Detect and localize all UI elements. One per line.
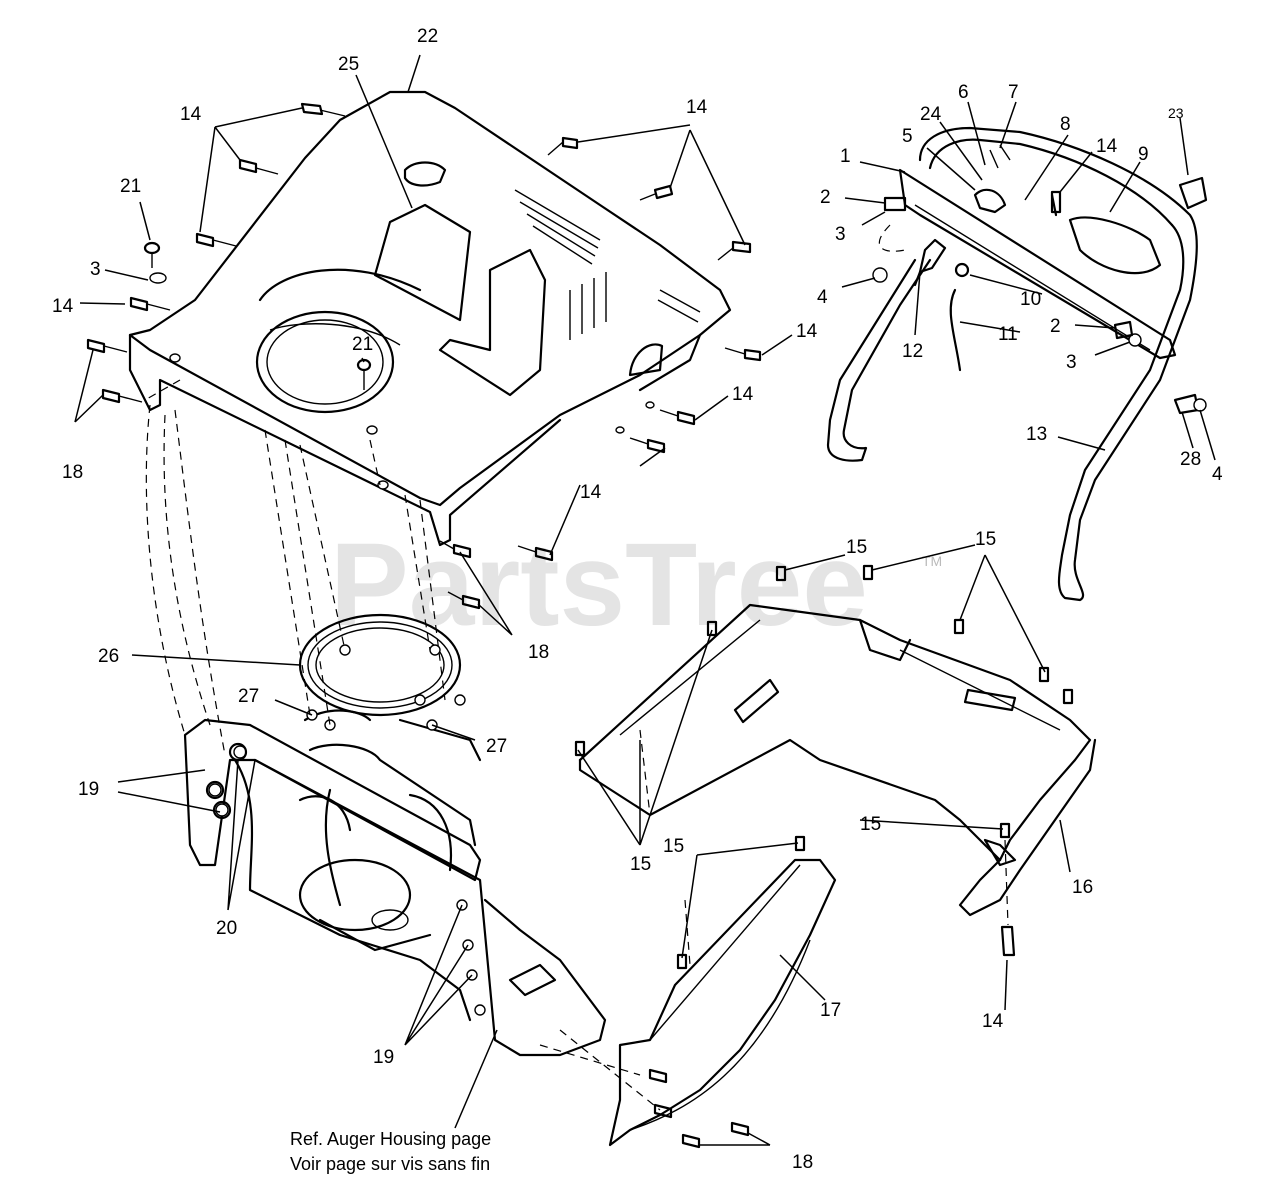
callout-2: 2 xyxy=(1050,316,1061,337)
callout-11: 11 xyxy=(998,324,1018,345)
callout-14: 14 xyxy=(796,321,818,342)
callout-20: 20 xyxy=(216,918,237,939)
auger-housing xyxy=(183,709,607,1057)
callout-16: 16 xyxy=(1072,877,1093,898)
callout-26: 26 xyxy=(98,646,119,667)
callout-19: 19 xyxy=(373,1047,394,1068)
callouts: 22 25 14 14 21 3 14 21 18 14 14 14 18 26… xyxy=(52,26,1223,1173)
callout-18: 18 xyxy=(62,462,83,483)
callout-21: 21 xyxy=(120,176,141,197)
callout-27: 27 xyxy=(238,686,259,707)
callout-10: 10 xyxy=(1020,289,1041,310)
callout-5: 5 xyxy=(902,126,913,147)
callout-13: 13 xyxy=(1026,424,1047,445)
callout-14: 14 xyxy=(686,97,708,118)
callout-7: 7 xyxy=(1008,82,1019,103)
callout-22: 22 xyxy=(417,26,438,47)
callout-8: 8 xyxy=(1060,114,1071,135)
callout-15: 15 xyxy=(846,537,867,558)
callout-14: 14 xyxy=(180,104,202,125)
lower-shroud xyxy=(578,603,1097,917)
callout-12: 12 xyxy=(902,341,923,362)
alignment-lines xyxy=(144,224,1009,1111)
callout-2: 2 xyxy=(820,187,831,208)
callout-3: 3 xyxy=(1066,352,1077,373)
callout-15: 15 xyxy=(860,814,881,835)
reference-note: Ref. Auger Housing page Voir page sur vi… xyxy=(290,1129,491,1174)
callout-25: 25 xyxy=(338,54,359,75)
callout-14: 14 xyxy=(1096,136,1118,157)
reference-note-line2: Voir page sur vis sans fin xyxy=(290,1154,490,1174)
callout-14: 14 xyxy=(580,482,602,503)
watermark: PartsTree xyxy=(330,519,868,651)
callout-17: 17 xyxy=(820,1000,841,1021)
callout-15: 15 xyxy=(663,836,684,857)
callout-15: 15 xyxy=(630,854,651,875)
callout-27: 27 xyxy=(486,736,507,757)
callout-18: 18 xyxy=(792,1152,813,1173)
callout-14: 14 xyxy=(982,1011,1004,1032)
callout-24: 24 xyxy=(920,104,942,125)
reference-note-line1: Ref. Auger Housing page xyxy=(290,1129,491,1149)
callout-28: 28 xyxy=(1180,449,1201,470)
callout-4: 4 xyxy=(817,287,828,308)
callout-14: 14 xyxy=(732,384,754,405)
callout-18: 18 xyxy=(528,642,549,663)
control-linkage xyxy=(872,144,1142,372)
callout-3: 3 xyxy=(835,224,846,245)
callout-1: 1 xyxy=(840,146,851,167)
callout-9: 9 xyxy=(1138,144,1149,165)
callout-14: 14 xyxy=(52,296,74,317)
callout-19: 19 xyxy=(78,779,99,800)
fasteners xyxy=(86,102,1074,1149)
chute-housing-shroud xyxy=(128,90,732,547)
callout-23: 23 xyxy=(1168,105,1184,121)
leader-lines xyxy=(74,54,1216,1146)
callout-6: 6 xyxy=(958,82,969,103)
callout-15: 15 xyxy=(975,529,996,550)
callout-21: 21 xyxy=(352,334,373,355)
chute-deflector xyxy=(608,858,837,1147)
callout-4: 4 xyxy=(1212,464,1223,485)
callout-3: 3 xyxy=(90,259,101,280)
